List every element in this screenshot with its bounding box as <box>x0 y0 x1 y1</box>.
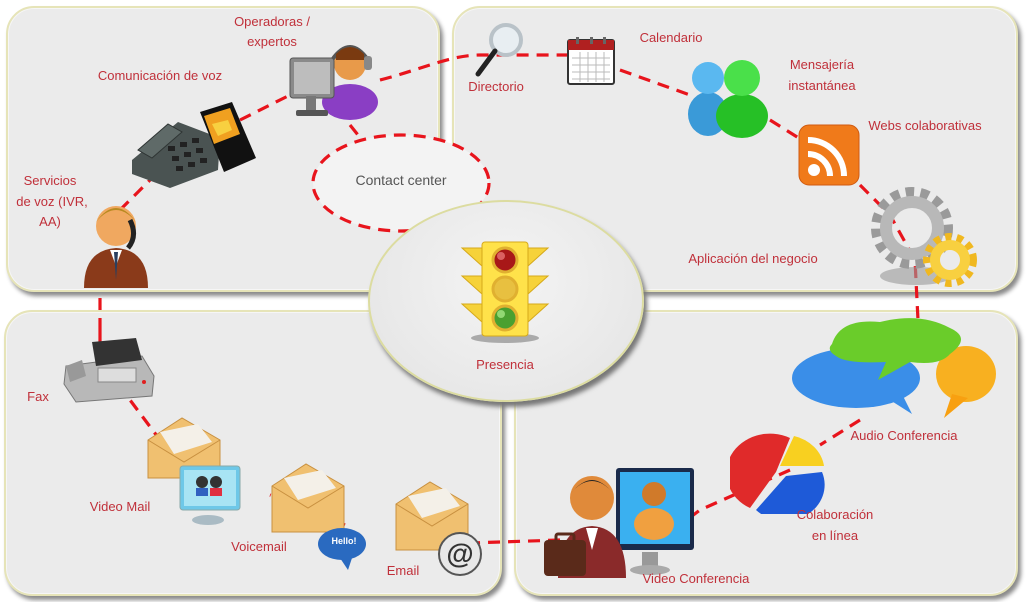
collaborative-webs-label: Webs colaborativas <box>868 118 982 133</box>
contact-center-label: Contact center <box>355 172 447 188</box>
email-label: Email <box>386 563 420 578</box>
video-mail-label: Video Mail <box>89 499 151 514</box>
envelope-speech-icon <box>271 463 366 570</box>
video-conference-icon <box>544 468 694 578</box>
pie-chart-icon <box>730 433 825 514</box>
envelope-monitor-icon <box>147 417 241 525</box>
magnifier-icon <box>475 23 523 77</box>
voice-communication-label: Comunicación de voz <box>97 68 223 83</box>
fax-label: Fax <box>27 389 49 404</box>
call-center-operator-icon <box>289 45 378 120</box>
calendar-label: Calendario <box>639 30 703 45</box>
business-application-label: Aplicación del negocio <box>688 251 818 266</box>
instant-messaging-label-line1: Mensajería <box>789 57 855 72</box>
hello-bubble-text: Hello! <box>331 536 357 546</box>
voice-services-label-line2: de voz (IVR, <box>16 194 88 209</box>
voicemail-label: Voicemail <box>231 539 287 554</box>
gears-icon <box>871 187 977 287</box>
instant-messaging-label-line2: instantánea <box>788 78 856 93</box>
voice-services-label-line3: AA) <box>39 214 61 229</box>
directory-label: Directorio <box>468 79 524 94</box>
envelope-at-icon <box>395 481 482 576</box>
online-collaboration-label-line1: Colaboración <box>796 507 874 522</box>
at-symbol: @ <box>446 538 474 569</box>
traffic-light-icon <box>460 241 550 343</box>
rss-feed-icon <box>798 124 860 186</box>
audio-conference-label: Audio Conferencia <box>850 428 958 443</box>
calendar-icon <box>567 37 615 85</box>
desk-phone-and-mobile-icon <box>132 102 256 188</box>
users-icon <box>688 60 768 138</box>
presence-label: Presencia <box>476 357 534 372</box>
online-collaboration-label-line2: en línea <box>811 528 859 543</box>
wire-operator-contact <box>348 124 364 141</box>
contact-center-dashed-ring <box>311 133 491 233</box>
voice-services-label-line1: Servicios <box>23 173 77 188</box>
speech-bubbles-icon <box>792 318 996 418</box>
operators-label-line2: expertos <box>247 34 297 49</box>
video-conference-label: Video Conferencia <box>642 571 750 586</box>
person-on-phone-icon <box>84 206 148 288</box>
operators-label-line1: Operadoras / <box>234 14 310 29</box>
fax-icon <box>63 338 155 403</box>
